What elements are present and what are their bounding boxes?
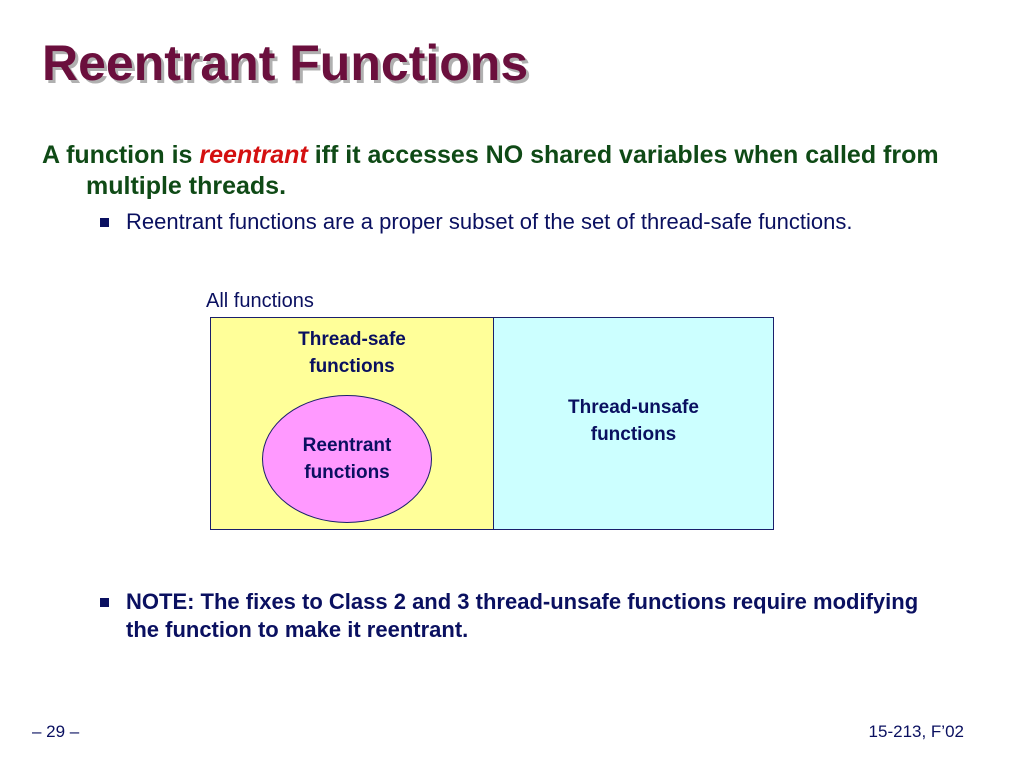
thread-unsafe-region: Thread-unsafe functions bbox=[494, 318, 773, 529]
reentrant-label: Reentrant functions bbox=[302, 435, 392, 483]
page-number: – 29 – bbox=[32, 722, 80, 741]
main-point-suffix: iff it accesses NO shared variables when… bbox=[86, 141, 939, 200]
slide-title: Reentrant Functions bbox=[42, 35, 529, 91]
functions-diagram: Thread-safe functions Reentrant function… bbox=[210, 317, 774, 530]
square-bullet-icon bbox=[100, 218, 109, 227]
reentrant-emphasis: reentrant bbox=[199, 141, 308, 169]
main-point-prefix: A function is bbox=[42, 141, 200, 169]
bullet-text: NOTE: The fixes to Class 2 and 3 thread-… bbox=[126, 589, 919, 642]
reentrant-oval: Reentrant functions bbox=[262, 395, 432, 523]
all-functions-label: All functions bbox=[206, 290, 314, 312]
thread-safe-label: Thread-safe functions bbox=[298, 329, 406, 377]
bullet-item: NOTE: The fixes to Class 2 and 3 thread-… bbox=[100, 588, 940, 644]
main-point: A function is reentrant iff it accesses … bbox=[42, 140, 966, 202]
course-label: 15-213, F’02 bbox=[868, 722, 964, 741]
bullet-text: Reentrant functions are a proper subset … bbox=[126, 209, 853, 234]
thread-unsafe-label: Thread-unsafe functions bbox=[568, 397, 699, 445]
square-bullet-icon bbox=[100, 598, 109, 607]
bullet-item: Reentrant functions are a proper subset … bbox=[100, 208, 920, 236]
thread-safe-region: Thread-safe functions Reentrant function… bbox=[211, 318, 494, 529]
